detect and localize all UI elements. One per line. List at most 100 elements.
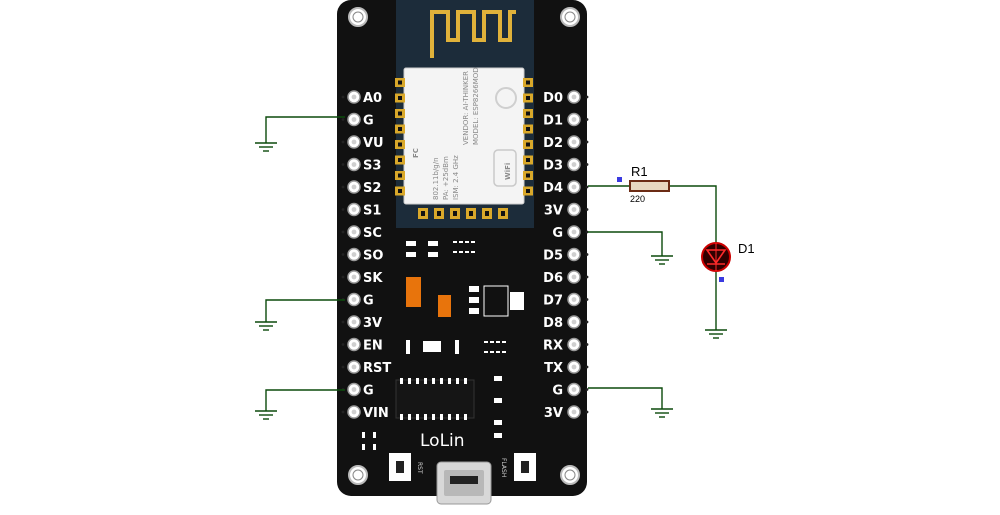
right-pin-label: D7 [543,294,563,309]
ground-icon [651,408,673,418]
right-pin-label: D5 [543,249,563,264]
ground-icon [651,255,673,265]
right-pin: TX [544,360,589,376]
right-pin-label: G [552,384,563,399]
right-pin: D5 [543,247,589,264]
ground-icon [255,321,277,331]
right-pin-label: D6 [543,271,563,286]
rst-label: RST [416,462,423,474]
usb-serial-chip [395,378,475,420]
module-pads-right [523,78,533,196]
mounting-holes [348,7,580,485]
antenna-trace [430,10,516,58]
right-pin: D1 [543,112,589,129]
left-pin: S3 [341,157,381,174]
led-pin-marker [719,277,724,282]
left-pin-label: A0 [363,91,382,106]
nodemcu-board[interactable]: FC 802.11b/g/n PA: +25dBm ISM: 2.4 GHz V… [337,0,589,505]
rst-button[interactable] [389,453,411,481]
led-name: D1 [738,241,755,256]
right-pin-label: D1 [543,114,563,129]
right-pin-label: D0 [543,91,563,106]
svg-text:VENDOR: AI-THINKER: VENDOR: AI-THINKER [462,71,470,145]
left-pin-label: S1 [363,204,381,219]
flash-label: FLASH [500,458,507,477]
module-pads-bottom [418,208,508,219]
right-pin: D6 [543,270,589,286]
left-pin: RST [341,360,391,376]
left-pin-label: S3 [363,159,381,174]
esp8266-module: FC 802.11b/g/n PA: +25dBm ISM: 2.4 GHz V… [395,0,534,228]
right-pin: 3V [544,202,589,219]
left-pin-label: G [363,114,374,129]
right-pin-label: D2 [543,136,563,151]
ground-symbols [255,142,727,420]
right-pin: D8 [543,315,589,331]
right-pin: G [552,225,589,241]
left-pin: SC [341,225,382,241]
left-pin: SO [341,247,383,264]
right-pin-label: D3 [543,159,563,174]
left-pin-label: 3V [363,316,382,331]
svg-text:PA: +25dBm: PA: +25dBm [442,156,450,200]
wire-gnd-right-1 [588,231,663,256]
right-pin: RX [543,337,589,354]
micro-usb-port[interactable] [436,461,492,505]
svg-text:RST: RST [416,462,423,474]
left-pin: EN [341,337,383,354]
right-pin-label: D4 [543,181,563,196]
svg-text:ISM: 2.4 GHz: ISM: 2.4 GHz [452,155,460,200]
wire-gnd-right-2 [588,387,663,409]
left-pin: VIN [341,405,389,421]
wire-gnd-left-3 [265,389,345,411]
left-pin: G [341,112,374,129]
left-pin: G [341,292,374,309]
right-pin-label: D8 [543,316,563,331]
right-pin: D3 [543,157,589,174]
right-pin: D4 [543,180,589,196]
left-pin-label: VIN [363,406,389,421]
right-pin: 3V [544,405,589,421]
right-pin-label: G [552,226,563,241]
left-pin: G [341,382,374,399]
left-pin-label: VU [363,136,384,151]
right-pin-label: 3V [544,204,563,219]
right-pin-label: 3V [544,406,563,421]
left-pin: S1 [341,202,381,219]
left-pin-label: G [363,384,374,399]
right-pin: D0 [543,90,589,106]
svg-text:WiFi: WiFi [504,163,512,180]
schematic: R1 220 D1 [255,116,755,420]
module-labels: 802.11b/g/n PA: +25dBm ISM: 2.4 GHz VEND… [432,67,480,200]
wire-r1-d1 [669,185,717,242]
left-pin-label: S2 [363,181,381,196]
tantalum-capacitor-1 [406,277,421,307]
module-pads-left [395,78,405,196]
left-pin-label: SK [363,271,383,286]
resistor-r1: R1 220 [629,164,670,204]
left-pin-label: SO [363,249,383,264]
led-d1: D1 [701,241,755,272]
left-pin-label: RST [363,361,391,376]
ground-icon [255,142,277,152]
board-brand: LoLin [420,431,465,451]
right-pin-label: RX [543,339,563,354]
left-pin-label: SC [363,226,382,241]
right-pin: D7 [543,292,589,309]
resistor-value: 220 [630,194,645,204]
ce-mark [495,87,517,109]
wire-gnd-left-2 [265,299,345,322]
tantalum-capacitor-2 [438,295,451,317]
fc-mark: FC [412,148,420,158]
left-pin-label: EN [363,339,383,354]
flash-button[interactable] [514,453,536,481]
wifi-logo: WiFi [493,149,517,187]
wire-gnd-left-1 [265,116,345,143]
smd-components [362,241,524,450]
ground-icon [255,410,277,420]
svg-text:802.11b/g/n: 802.11b/g/n [432,157,440,200]
